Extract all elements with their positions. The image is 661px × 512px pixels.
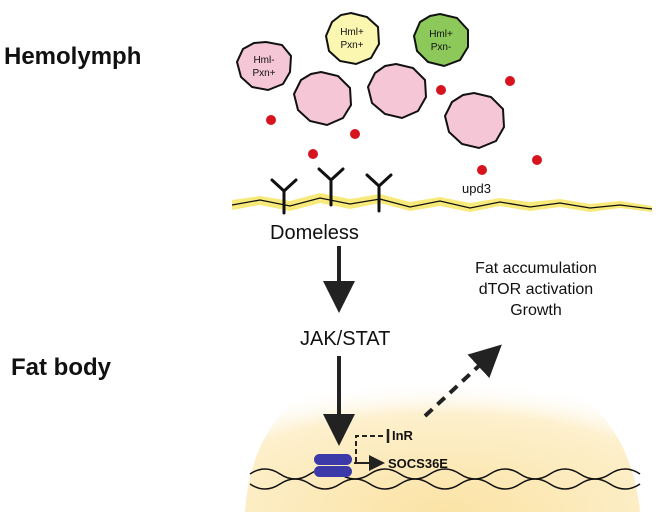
domeless-label: Domeless [270,222,359,244]
domeless-receptor [317,167,345,207]
hemocyte-hml-plus-pxn-minus: Hml+ Pxn- [412,12,469,68]
upd3-dot [266,115,276,125]
upd3-dot [532,155,542,165]
domeless-receptor [270,178,298,215]
upd3-dot [505,76,515,86]
upd3-dot [308,149,318,159]
upd3-dot [436,85,446,95]
cell-label-line1: Hml+ [429,29,453,40]
hemocyte [443,91,506,150]
domeless-receptor [365,173,393,213]
effect-fat-accumulation: Fat accumulation [475,260,597,277]
cell-label-line2: Pxn- [431,42,452,53]
upd3-label: upd3 [462,181,491,196]
effect-dtor-activation: dTOR activation [478,281,594,298]
membrane-outline [231,197,653,210]
hemocyte [366,62,428,120]
effects-list: Fat accumulation dTOR activation Growth [430,258,642,321]
jak-stat-label: JAK/STAT [300,328,391,350]
inr-repression-line [355,435,386,462]
cell-label-line2: Pxn+ [252,68,275,79]
cell-label-line2: Pxn+ [340,40,363,51]
cell-membrane [232,193,652,212]
socs36e-label: SOCS36E [388,456,448,471]
cell-label-line1: Hml+ [340,27,364,38]
upd3-dots [266,76,542,175]
hemolymph-label: Hemolymph [4,43,142,70]
inr-label: InR [392,428,413,443]
hemocyte-hml-plus-pxn-plus: Hml+ Pxn+ [324,11,381,66]
dna-strand-1 [249,468,641,480]
hemocyte-hml-minus-pxn-plus: Hml- Pxn+ [235,40,293,92]
upd3-dot [477,165,487,175]
stat-dimer-bottom [314,466,352,477]
dna-strand-2 [249,478,641,490]
hemocyte [292,70,353,127]
stat-dimer-top [314,454,352,465]
cell-label-line1: Hml- [253,55,274,66]
effect-growth: Growth [510,302,562,319]
fat-body-label: Fat body [11,354,111,381]
upd3-dot [350,129,360,139]
